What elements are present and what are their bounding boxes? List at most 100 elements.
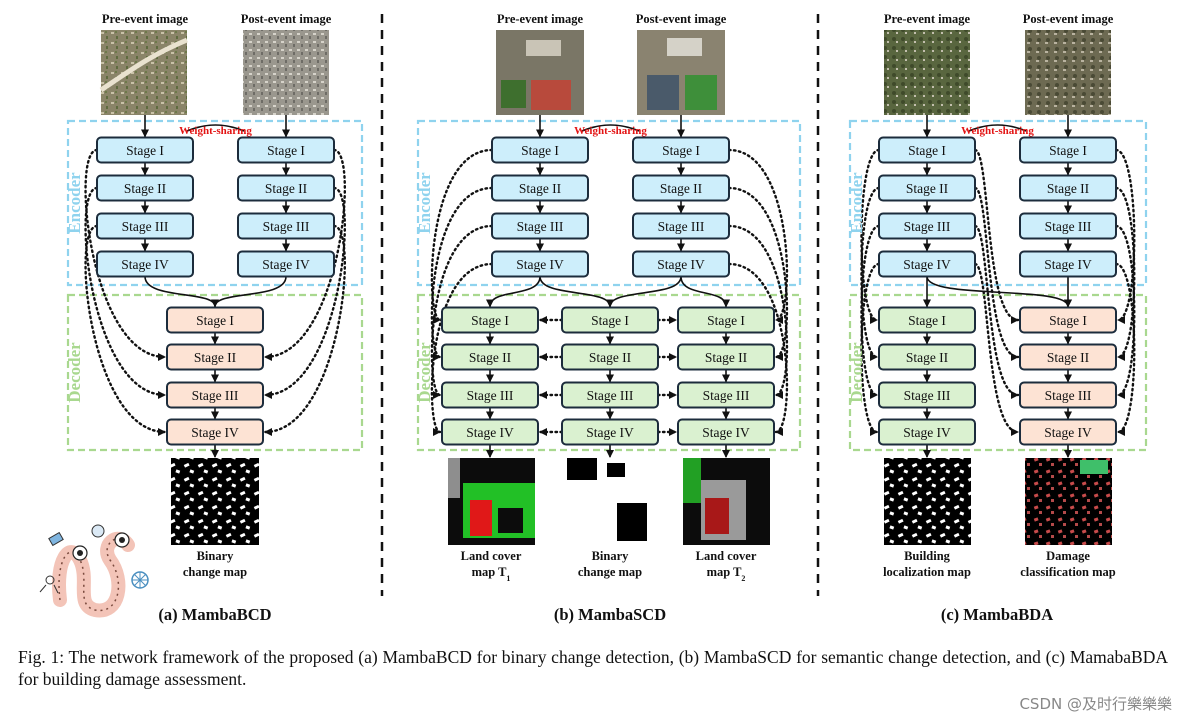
decoder-stage-4-b1-label: Stage IV <box>466 425 514 440</box>
encoder-stage-1-post <box>1019 136 1117 164</box>
panel-b-title: (b) MambaSCD <box>554 605 666 624</box>
decoder-stage-3-c1-label: Stage III <box>904 388 951 403</box>
decoder-stage-4-b3-label: Stage IV <box>702 425 750 440</box>
encoder-stage-3-pre <box>491 212 589 240</box>
decoder-stage-1-b3-label: Stage I <box>707 313 745 328</box>
decoder-stage-3-c2 <box>1019 381 1117 409</box>
skip-connection <box>860 262 881 436</box>
skip-connection <box>727 262 789 436</box>
encoder-stage-4-post-label: Stage IV <box>262 257 310 272</box>
merge-arrow <box>926 276 1072 308</box>
panel-a-post-image <box>243 30 329 115</box>
merge-arrow <box>214 276 287 307</box>
encoder-stage-3-post <box>237 212 335 240</box>
map-region <box>705 498 729 534</box>
decoder-stage-2-a <box>166 343 264 371</box>
weight-sharing-arc <box>968 124 1027 132</box>
panel-b-output-label-2-line2: change map <box>578 565 642 579</box>
skip-connection <box>84 224 167 436</box>
encoder-stage-4-pre-label: Stage IV <box>121 257 169 272</box>
encoder-stage-4-post-label: Stage IV <box>657 257 705 272</box>
figure-caption: Fig. 1: The network framework of the pro… <box>18 647 1168 689</box>
encoder-stage-3-pre-label: Stage III <box>517 219 564 234</box>
decoder-stage-3-b2-label: Stage III <box>587 388 634 403</box>
encoder-stage-2-post-label: Stage II <box>1047 181 1090 196</box>
panel-b-output-label-3-line1: Land cover <box>696 549 757 563</box>
decoder-stage-1-b2-label: Stage I <box>591 313 629 328</box>
decoder-stage-4-b2 <box>561 418 659 446</box>
encoder-stage-4-pre-label: Stage IV <box>903 257 951 272</box>
encoder-stage-1-pre-label: Stage I <box>908 143 946 158</box>
encoder-stage-4-pre <box>878 250 976 278</box>
map-region <box>683 458 701 503</box>
panel-c-output-label-1-line2: localization map <box>883 565 971 579</box>
skip-connection <box>727 186 789 361</box>
panel-c-pre-label: Pre-event image <box>884 12 971 26</box>
panel-c-pre-image <box>884 30 970 115</box>
csdn-watermark: CSDN @及时行樂樂樂 <box>1019 695 1172 713</box>
encoder-stage-2-post <box>237 174 335 202</box>
encoder-stage-4-post <box>237 250 335 278</box>
panel-b-output-label-1-line1: Land cover <box>461 549 522 563</box>
decoder-stage-3-b3-label: Stage III <box>703 388 750 403</box>
weight-sharing-label: Weight-sharing <box>574 125 647 137</box>
panel-a-pre-label: Pre-event image <box>102 12 189 26</box>
encoder-stage-3-post-label: Stage III <box>1045 219 1092 234</box>
merge-arrow <box>606 276 682 308</box>
encoder-stage-2-post-label: Stage II <box>265 181 308 196</box>
mascot-icon <box>39 524 149 618</box>
decoder-stage-1-a <box>166 306 264 334</box>
map-region <box>448 458 460 498</box>
skip-connection <box>263 186 347 399</box>
road-mark <box>99 37 188 93</box>
decoder-region-c <box>848 293 1148 452</box>
weight-sharing-arc <box>186 124 245 132</box>
encoder-stage-3-post-label: Stage III <box>263 219 310 234</box>
map-region <box>607 463 625 477</box>
decoder-stage-2-b1 <box>441 343 539 371</box>
decoder-stage-2-b3 <box>677 343 775 371</box>
panel-c-output-label-1-line1: Building <box>904 549 951 563</box>
encoder-stage-4-post <box>632 250 730 278</box>
decoder-stage-3-b1 <box>441 381 539 409</box>
panel-c-output-label-2-line1: Damage <box>1046 549 1090 563</box>
weight-sharing-label: Weight-sharing <box>179 125 252 137</box>
panel-c-post-image <box>1025 30 1111 115</box>
encoder-stage-1-post-label: Stage I <box>662 143 700 158</box>
encoder-stage-2-pre-label: Stage II <box>519 181 562 196</box>
decoder-stage-1-b1-label: Stage I <box>471 313 509 328</box>
encoder-stage-3-post <box>632 212 730 240</box>
encoder-stage-3-post-label: Stage III <box>658 219 705 234</box>
encoder-stage-3-pre <box>96 212 194 240</box>
encoder-stage-3-pre <box>878 212 976 240</box>
encoder-stage-1-pre-label: Stage I <box>126 143 164 158</box>
encoder-stage-1-post <box>237 136 335 164</box>
decoder-stage-4-c2 <box>1019 418 1117 446</box>
encoder-stage-2-post-label: Stage II <box>660 181 703 196</box>
encoder-stage-4-post-label: Stage IV <box>1044 257 1092 272</box>
decoder-stage-1-a-label: Stage I <box>196 313 234 328</box>
encoder-region-b-label: Encoder <box>415 172 434 234</box>
decoder-stage-2-a-label: Stage II <box>194 350 237 365</box>
skip-connection <box>1114 262 1136 436</box>
encoder-stage-4-pre-label: Stage IV <box>516 257 564 272</box>
skip-connection <box>860 148 881 324</box>
panel-c-post-label: Post-event image <box>1023 12 1114 26</box>
decoder-stage-2-c1-label: Stage II <box>906 350 949 365</box>
decoder-stage-2-c2 <box>1019 343 1117 371</box>
decoder-stage-1-c1-label: Stage I <box>908 313 946 328</box>
decoder-stage-4-b2-label: Stage IV <box>586 425 634 440</box>
skip-connection <box>727 224 789 399</box>
encoder-region-a <box>66 119 364 287</box>
decoder-stage-1-c1 <box>878 306 976 334</box>
skip-connection <box>263 148 347 361</box>
decoder-stage-1-b3 <box>677 306 775 334</box>
merge-arrow <box>486 276 541 308</box>
encoder-stage-1-post-label: Stage I <box>267 143 305 158</box>
panel-c-output-label-2-line2: classification map <box>1020 565 1116 579</box>
weight-sharing-label: Weight-sharing <box>961 125 1034 137</box>
skip-connection <box>263 224 347 436</box>
map-region <box>470 500 492 536</box>
decoder-stage-2-b2 <box>561 343 659 371</box>
